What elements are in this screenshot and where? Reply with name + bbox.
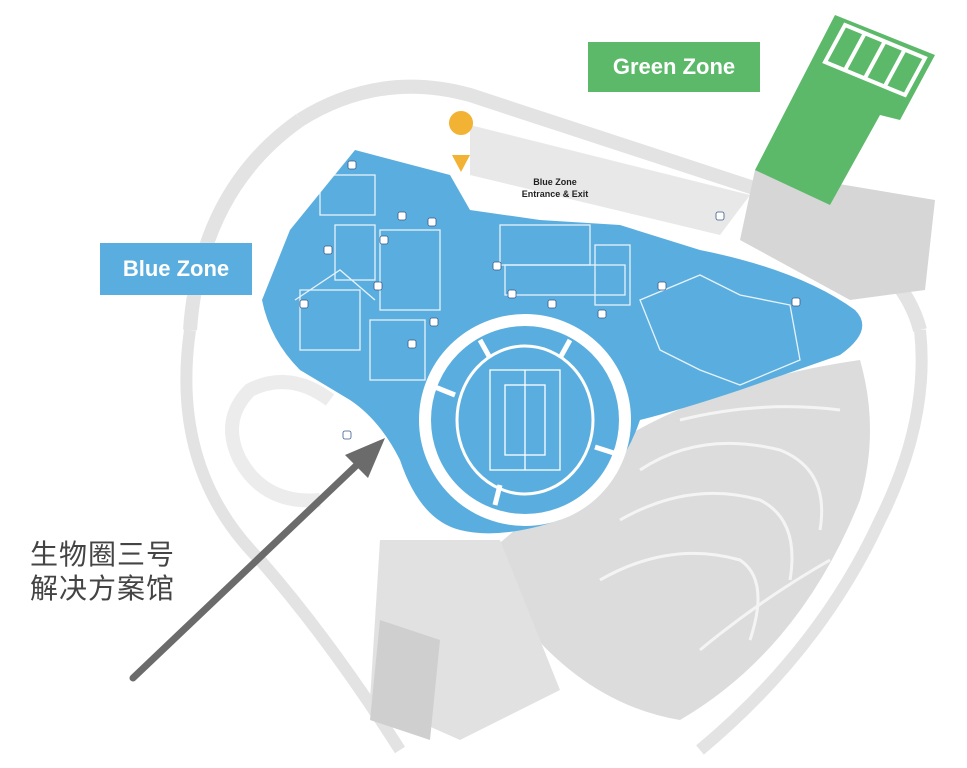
green-zone-label: Green Zone (588, 42, 760, 92)
outer-road-right (696, 329, 928, 755)
facility-icon (379, 235, 389, 245)
annotation-text: 生物圈三号 解决方案馆 (30, 538, 175, 606)
entrance-label-line2: Entrance & Exit (521, 189, 589, 199)
facility-icon (397, 211, 407, 221)
ground-southeast (480, 360, 870, 720)
ground-north (470, 125, 750, 235)
entrance-label-line1: Blue Zone (533, 177, 577, 187)
facility-icon (342, 430, 352, 440)
facility-icon (407, 339, 417, 349)
entrance-label: Blue Zone Entrance & Exit (500, 176, 610, 200)
annotation-arrow-shaft (129, 458, 364, 682)
facility-icon (429, 317, 439, 327)
annotation-line2: 解决方案馆 (30, 572, 176, 605)
green-zone-structure (822, 22, 928, 98)
facility-icon (492, 261, 502, 271)
facility-icon (507, 289, 517, 299)
ground-east-block (740, 170, 935, 300)
blue-zone-label: Blue Zone (100, 243, 252, 295)
facility-icon (715, 211, 725, 221)
facility-icon (373, 281, 383, 291)
facility-icon (547, 299, 557, 309)
blue-zone-area (262, 150, 863, 534)
building-outlines (294, 174, 801, 386)
facility-icons (299, 160, 801, 440)
annotation-arrow-head (345, 438, 385, 478)
annotation-line1: 生物圈三号 (30, 538, 176, 571)
landscape-pattern (599, 405, 841, 652)
loop-road (225, 375, 335, 508)
facility-icon (597, 309, 607, 319)
facility-icon (791, 297, 801, 307)
facility-icon (427, 217, 437, 227)
location-pin-icon (449, 110, 474, 172)
stadium-spokes (429, 338, 621, 506)
facility-icon (347, 160, 357, 170)
facility-icon (657, 281, 667, 291)
ground-southwest (370, 620, 440, 740)
stadium-inner-ring (455, 344, 595, 496)
facility-icon (299, 299, 309, 309)
stadium-outer-ring (419, 314, 631, 526)
stadium-field (489, 369, 561, 471)
facility-icon (323, 245, 333, 255)
green-zone-area (755, 15, 935, 205)
